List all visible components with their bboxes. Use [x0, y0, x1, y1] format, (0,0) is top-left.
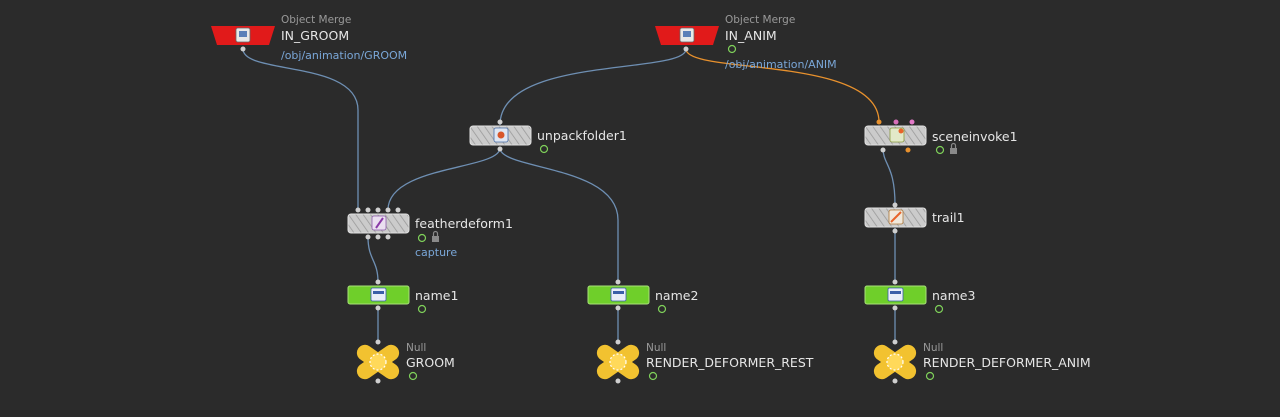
wire-featherdeform-name1[interactable] [367, 236, 379, 283]
output-connector[interactable] [240, 46, 246, 52]
node-path-label: /obj/animation/GROOM [281, 49, 407, 62]
input-connector[interactable] [893, 119, 899, 125]
input-connector[interactable] [892, 339, 898, 345]
node-in-groom[interactable]: Object Merge IN_GROOM /obj/animation/GRO… [211, 14, 407, 62]
node-name3[interactable]: name3 [864, 279, 975, 314]
lock-icon[interactable] [432, 230, 439, 243]
lock-icon[interactable] [950, 142, 957, 155]
node-name-label: IN_ANIM [725, 28, 777, 43]
wire-inanim-sceneinvoke[interactable] [685, 48, 880, 123]
node-type-label: Null [923, 342, 943, 354]
node-unpackfolder1[interactable]: unpackfolder1 [469, 119, 627, 154]
input-connector[interactable] [385, 207, 391, 213]
node-in-anim[interactable]: Object Merge IN_ANIM /obj/animation/ANIM [655, 14, 837, 71]
output-connector[interactable] [880, 147, 886, 153]
output-connector[interactable] [375, 378, 381, 384]
name-icon [370, 287, 387, 302]
null-shape [596, 344, 640, 380]
node-name-label: RENDER_DEFORMER_REST [646, 355, 814, 370]
scene-invoke-icon-dot [898, 128, 904, 134]
input-connector[interactable] [892, 202, 898, 208]
input-connector[interactable] [615, 339, 621, 345]
node-name-label: GROOM [406, 355, 455, 370]
input-connector[interactable] [375, 339, 381, 345]
trail-icon-stroke [890, 211, 902, 223]
node-name-label: name1 [415, 288, 458, 303]
output-connector[interactable] [385, 234, 391, 240]
node-groom[interactable]: Null GROOM [354, 339, 455, 384]
output-connector[interactable] [375, 234, 381, 240]
display-flag-icon[interactable] [934, 304, 944, 314]
input-connector[interactable] [375, 279, 381, 285]
output-connector[interactable] [375, 305, 381, 311]
name-icon-bar [373, 291, 384, 294]
wire-unpackfolder-name2[interactable] [499, 147, 619, 282]
node-group-label: capture [415, 246, 457, 259]
unpack-folder-icon-dot [497, 131, 505, 139]
input-connector[interactable] [497, 119, 503, 125]
name-icon-bar [890, 291, 901, 294]
output-connector[interactable] [615, 305, 621, 311]
node-name2[interactable]: name2 [587, 279, 698, 314]
node-name-label: RENDER_DEFORMER_ANIM [923, 355, 1091, 370]
input-connector[interactable] [909, 119, 915, 125]
object-merge-icon-inner [683, 31, 691, 37]
output-connector[interactable] [892, 228, 898, 234]
name-icon-bar [613, 291, 624, 294]
node-render-deformer-rest[interactable]: Null RENDER_DEFORMER_REST [594, 339, 814, 384]
display-flag-icon[interactable] [657, 304, 667, 314]
output-connector[interactable] [892, 378, 898, 384]
output-connector[interactable] [683, 46, 689, 52]
display-flag-icon[interactable] [925, 371, 935, 381]
null-shape [356, 344, 400, 380]
display-flag-icon[interactable] [935, 145, 945, 155]
display-flag-icon[interactable] [727, 44, 737, 54]
node-name-label: name3 [932, 288, 975, 303]
name-icon [887, 287, 904, 302]
input-connector[interactable] [365, 207, 371, 213]
node-featherdeform1[interactable]: featherdeform1 capture [347, 207, 513, 260]
wire-unpackfolder-featherdeform[interactable] [387, 147, 501, 211]
display-flag-icon[interactable] [417, 233, 427, 243]
node-path-label: /obj/animation/ANIM [725, 58, 837, 71]
output-connector[interactable] [497, 146, 503, 152]
node-name-label: IN_GROOM [281, 28, 349, 43]
node-type-label: Null [406, 342, 426, 354]
wire-sceneinvoke-trail1[interactable] [882, 147, 896, 206]
object-merge-icon-inner [239, 31, 247, 37]
display-flag-icon[interactable] [408, 371, 418, 381]
name-icon [610, 287, 627, 302]
input-connector[interactable] [876, 119, 882, 125]
feather-icon-stroke [375, 217, 384, 229]
output-connector[interactable] [905, 147, 911, 153]
node-type-label: Object Merge [281, 14, 351, 26]
node-name-label: trail1 [932, 210, 965, 225]
output-connector[interactable] [892, 305, 898, 311]
wire-ingroom-featherdeform[interactable] [242, 48, 359, 210]
input-connector[interactable] [355, 207, 361, 213]
node-name-label: name2 [655, 288, 698, 303]
input-connector[interactable] [892, 279, 898, 285]
output-connector[interactable] [615, 378, 621, 384]
display-flag-icon[interactable] [539, 144, 549, 154]
null-shape [873, 344, 917, 380]
node-name-label: sceneinvoke1 [932, 129, 1018, 144]
node-type-label: Null [646, 342, 666, 354]
node-trail1[interactable]: trail1 [864, 202, 965, 234]
input-connector[interactable] [375, 207, 381, 213]
node-type-label: Object Merge [725, 14, 795, 26]
output-connector[interactable] [365, 234, 371, 240]
wire-inanim-unpackfolder[interactable] [499, 48, 687, 126]
input-connector[interactable] [395, 207, 401, 213]
node-render-deformer-anim[interactable]: Null RENDER_DEFORMER_ANIM [871, 339, 1091, 384]
node-name-label: unpackfolder1 [537, 128, 627, 143]
input-connector[interactable] [615, 279, 621, 285]
display-flag-icon[interactable] [417, 304, 427, 314]
node-name-label: featherdeform1 [415, 216, 513, 231]
wires [242, 48, 896, 342]
display-flag-icon[interactable] [648, 371, 658, 381]
node-name1[interactable]: name1 [347, 279, 458, 314]
node-sceneinvoke1[interactable]: sceneinvoke1 [864, 119, 1018, 155]
